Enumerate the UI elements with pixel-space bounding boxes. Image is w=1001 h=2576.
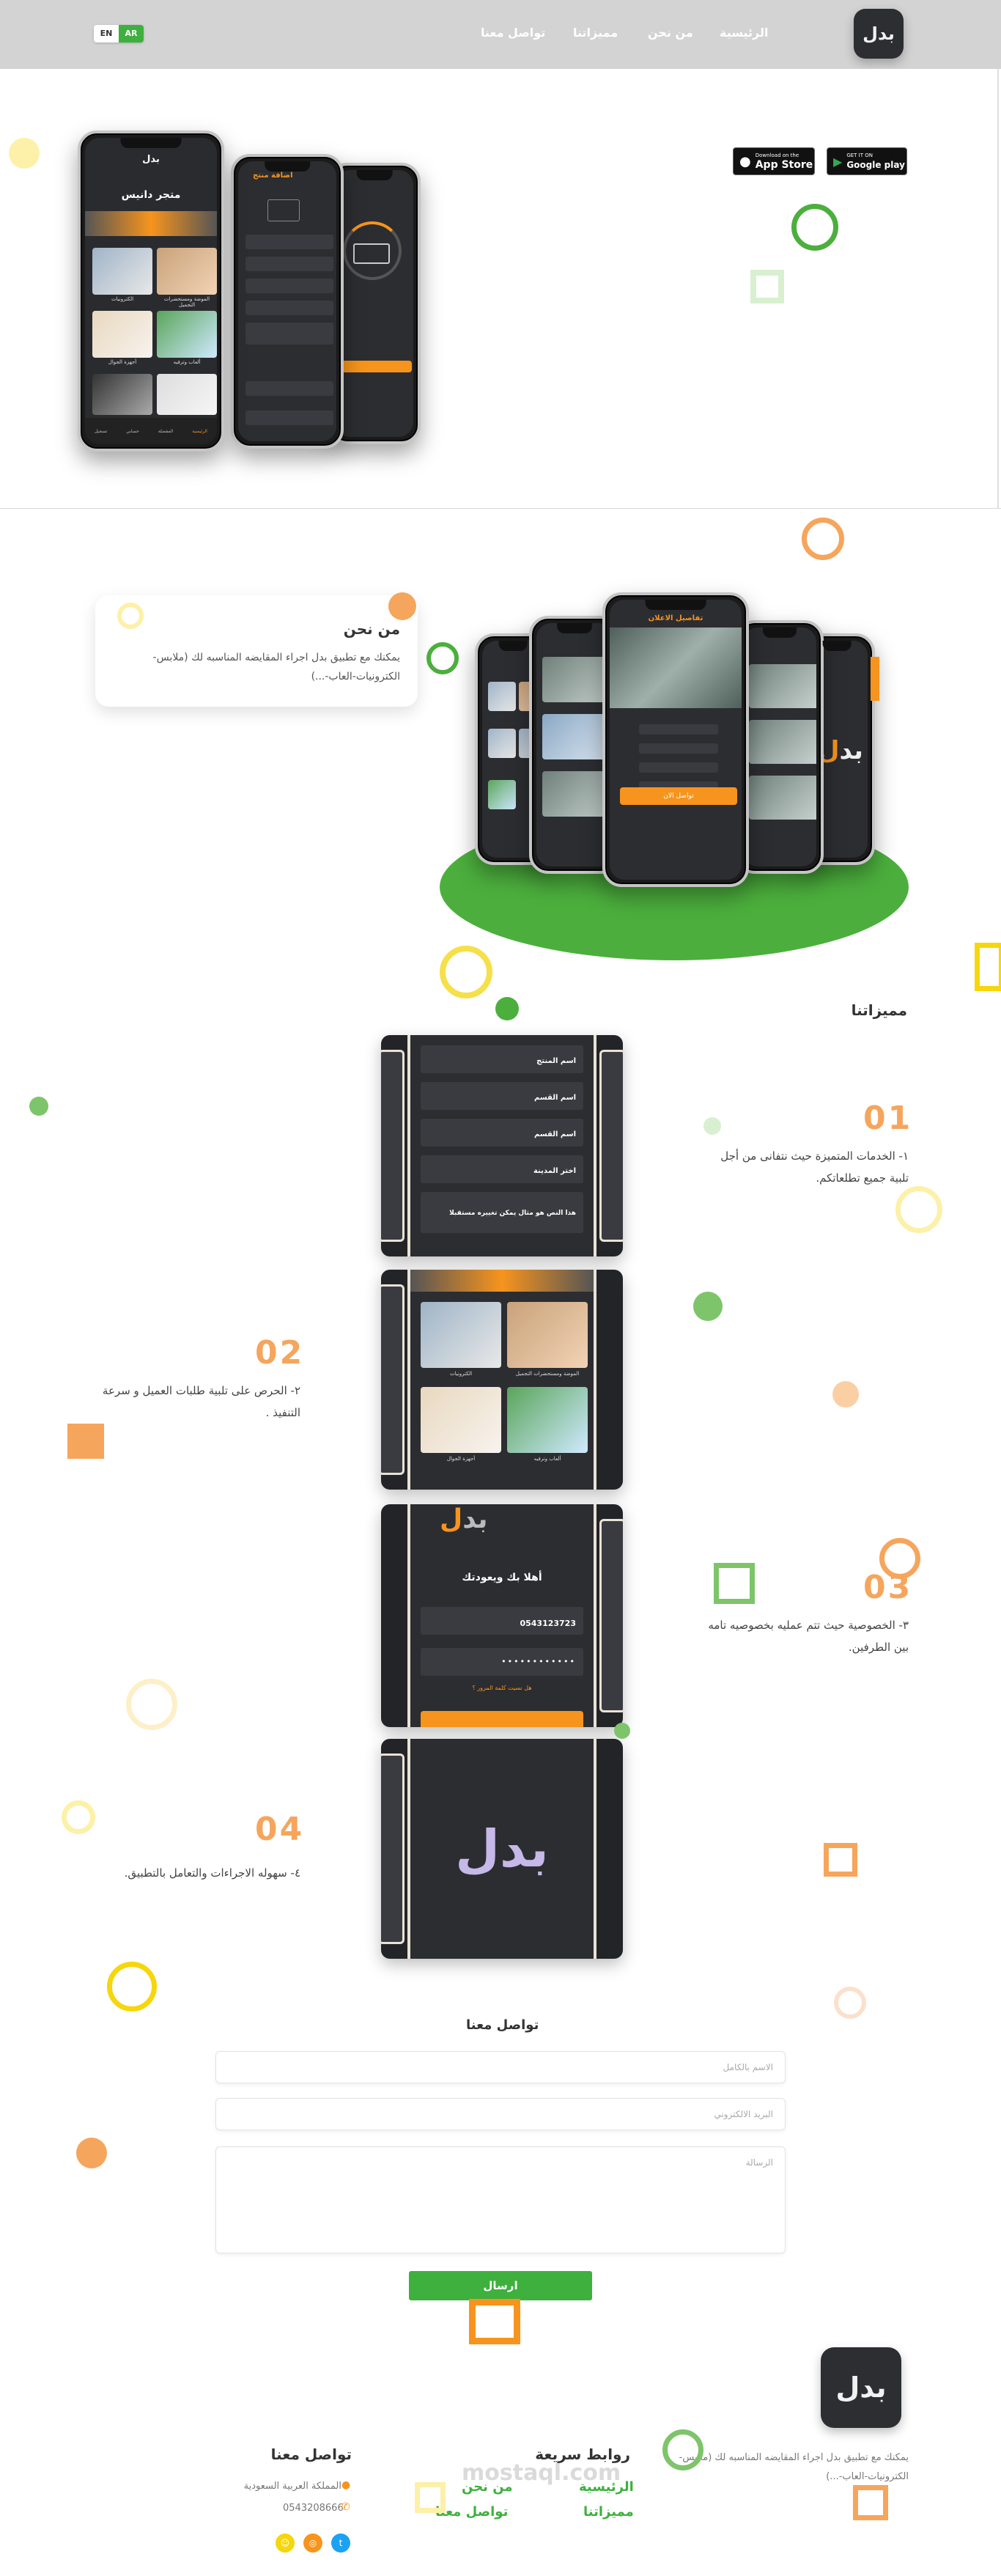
footer-link-home[interactable]: الرئيسية — [579, 2479, 634, 2495]
feature-3-mockup: بدل أهلا بك ويعودتك 0543123723 •••••••••… — [381, 1504, 623, 1727]
deco-bar-orange — [871, 657, 879, 701]
about-text: يمكنك مع تطبيق بدل اجراء المقايضه المناس… — [152, 652, 400, 682]
site-header: بدل الرئيسية من نحن مميزاتنا تواصل معنا … — [0, 0, 1001, 69]
about-phone-right — [736, 620, 824, 874]
deco-square-orange — [67, 1424, 104, 1459]
feature-4-text: ٤- سهوله الاجراءات والتعامل بالتطبيق. — [124, 1866, 300, 1880]
play-icon: ▶ — [833, 154, 843, 169]
deco-dot-green-2 — [693, 1292, 723, 1321]
lang-en-button[interactable]: EN — [94, 25, 119, 43]
feature-1-mockup: اسم المنتج اسم القسم اسم القسم اختر المد… — [381, 1035, 623, 1256]
footer-links-title: روابط سريعة — [535, 2446, 630, 2463]
about-phone-center: تفاصيل الاعلان تواصل الان — [602, 592, 749, 887]
deco-ring-cream — [126, 1679, 177, 1730]
header-logo[interactable]: بدل — [854, 9, 904, 59]
deco-dot-yellow — [9, 138, 40, 169]
deco-ring-orange — [802, 518, 844, 560]
nav-about[interactable]: من نحن — [648, 26, 693, 40]
feature-4-number: 04 — [255, 1811, 305, 1848]
location-icon: ● — [341, 2479, 351, 2491]
deco-square-orange-3 — [469, 2299, 520, 2344]
deco-square-orange-4 — [853, 2485, 888, 2520]
deco-ring-yellow-2 — [895, 1186, 942, 1233]
nav-home[interactable]: الرئيسية — [720, 26, 769, 40]
hero-divider — [997, 69, 999, 509]
name-input[interactable]: الاسم بالكامل — [215, 2051, 786, 2083]
deco-dot-green-small — [29, 1097, 48, 1116]
feature-2-text: ٢- الحرص على تلبية طلبات العميل و سرعة ا… — [102, 1384, 300, 1419]
twitter-icon[interactable]: t — [331, 2533, 350, 2553]
lang-ar-button[interactable]: AR — [119, 25, 144, 43]
nav-features[interactable]: مميزاتنا — [573, 26, 618, 40]
instagram-icon[interactable]: ◎ — [303, 2533, 322, 2553]
apple-icon: ● — [739, 153, 751, 169]
deco-ring-yellow — [440, 946, 492, 998]
footer-link-contact[interactable]: تواصل معنا — [435, 2504, 509, 2520]
phone-icon: ✆ — [341, 2501, 350, 2513]
feature-4-mockup: بدل — [381, 1739, 623, 1959]
deco-square-yellow-2 — [415, 2482, 446, 2513]
deco-dot-green-3 — [614, 1723, 630, 1739]
deco-dot-green — [495, 997, 519, 1020]
feature-2-mockup: الكترونيات الموضة ومستحضرات التجميل أجهز… — [381, 1270, 623, 1490]
deco-ring-green-small — [426, 642, 459, 674]
about-card: من نحن يمكنك مع تطبيق بدل اجراء المقايضه… — [95, 595, 418, 707]
deco-dot-green-light — [703, 1117, 721, 1135]
email-input[interactable]: البريد الالكتروني — [215, 2098, 786, 2130]
hero-phone-middle: اضافة منتج — [231, 154, 344, 449]
footer-phone: 0543208666 — [283, 2503, 344, 2514]
deco-ring-yellow-3 — [62, 1800, 95, 1834]
feature-1-text: ١- الخدمات المتميزة حيث نتفانى من أجل تل… — [720, 1149, 909, 1185]
deco-square-orange-2 — [824, 1843, 857, 1877]
footer-about-text: يمكنك مع تطبيق بدل اجراء المقايضه المناس… — [679, 2452, 909, 2482]
deco-dot-orange-light — [832, 1381, 859, 1407]
footer-link-features[interactable]: مميزاتنا — [583, 2504, 634, 2520]
send-button[interactable]: ارسال — [409, 2271, 592, 2300]
hero-phone-right — [328, 163, 421, 444]
google-play-button[interactable]: ▶ GET IT ON Google play — [827, 147, 907, 175]
app-store-button[interactable]: ● Download on the App Store — [733, 147, 815, 175]
footer-link-about[interactable]: من نحن — [462, 2479, 513, 2495]
deco-square-green — [750, 270, 784, 303]
footer-logo[interactable]: بدل — [821, 2347, 901, 2428]
snapchat-icon[interactable]: ☺ — [276, 2533, 295, 2553]
deco-ring-peach — [834, 1987, 866, 2019]
watermark-logo: mostaql.com — [462, 2460, 621, 2486]
deco-square-yellow — [975, 943, 1001, 991]
about-title: من نحن — [343, 620, 400, 638]
deco-square-green-2 — [714, 1563, 755, 1604]
deco-ring-green — [791, 204, 838, 251]
deco-ring-yellow-4 — [107, 1962, 157, 2012]
deco-dot-orange-2 — [76, 2138, 107, 2168]
nav-contact[interactable]: تواصل معنا — [481, 26, 546, 40]
footer-address: المملكة العربية السعودية — [243, 2481, 341, 2492]
hero-phone-front: بدل متجر دانيس الكترونيات الموضة ومستحضر… — [78, 130, 224, 452]
footer-contact-title: تواصل معنا — [270, 2446, 352, 2463]
message-textarea[interactable]: الرسالة — [215, 2146, 786, 2253]
feature-3-text: ٣- الخصوصية حيث تتم عمليه بخصوصيه تامه ب… — [708, 1619, 909, 1654]
deco-ring-green-3 — [662, 2429, 703, 2470]
contact-title: تواصل معنا — [466, 2017, 539, 2033]
language-switch: EN AR — [94, 25, 144, 43]
features-title: مميزاتنا — [851, 1001, 907, 1019]
feature-1-number: 01 — [863, 1100, 913, 1137]
deco-dot-orange — [388, 592, 416, 620]
feature-2-number: 02 — [255, 1334, 305, 1372]
deco-ring-yellow-small — [117, 603, 144, 629]
deco-ring-orange-2 — [879, 1538, 920, 1579]
